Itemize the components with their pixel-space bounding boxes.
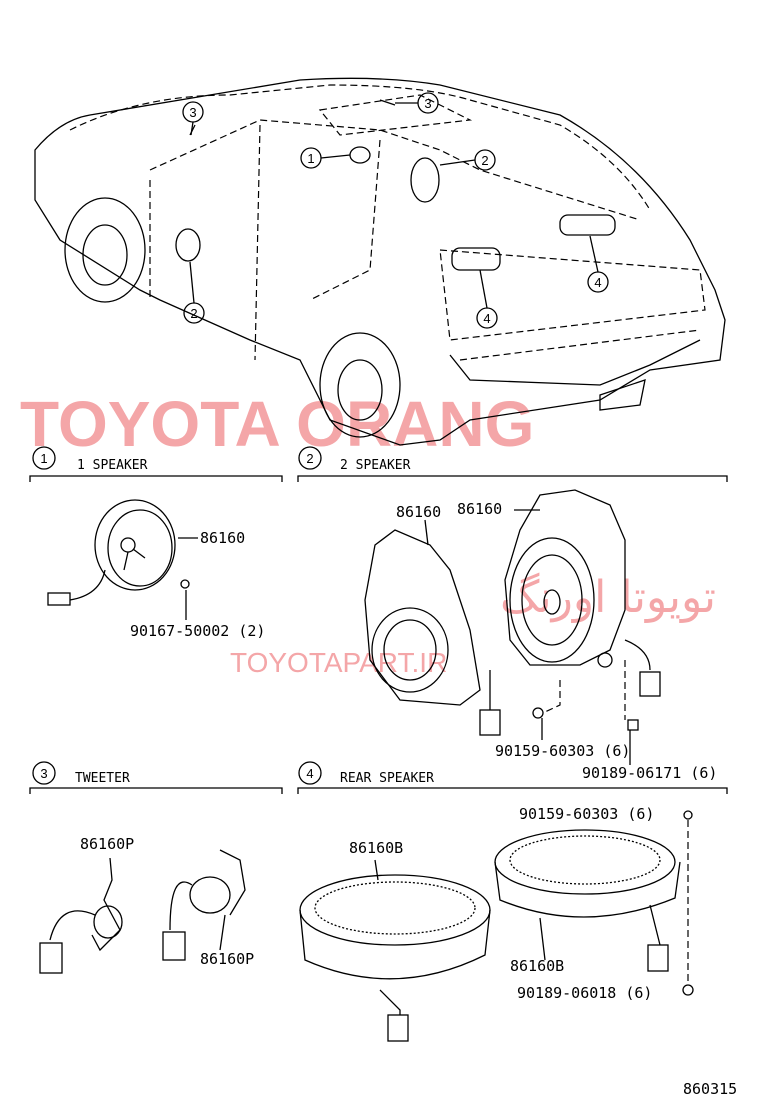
svg-text:2 SPEAKER: 2 SPEAKER [340,458,411,473]
car-speakers [175,99,616,271]
part-label: 86160 [396,503,441,521]
section-4-header: 4 REAR SPEAKER [297,761,728,794]
svg-text:1: 1 [40,451,47,466]
svg-text:3: 3 [40,766,47,781]
car-outline [34,77,726,446]
watermark-persian: تویوتا اورنگ [500,572,716,623]
part-label: 90167-50002 (2) [130,622,265,640]
section-2-header: 2 2 SPEAKER [297,446,728,482]
front-speaker-drawing [47,499,198,620]
part-label: 86160B [349,839,403,857]
section-3-header: 3 TWEETER [29,761,283,794]
part-label: 86160P [80,835,134,853]
svg-text:2: 2 [190,306,197,321]
tweeter-drawing [39,849,246,974]
svg-text:TWEETER: TWEETER [75,771,130,786]
svg-text:2: 2 [481,153,488,168]
svg-text:1: 1 [307,151,314,166]
svg-text:REAR SPEAKER: REAR SPEAKER [340,771,434,786]
part-label: 86160 [457,500,502,518]
figure-number: 860315 [683,1080,737,1098]
part-label: 90159-60303 (6) [495,742,630,760]
part-label: 90189-06171 (6) [582,764,717,782]
svg-text:4: 4 [483,311,490,326]
part-label: 86160B [510,957,564,975]
svg-text:2: 2 [306,451,313,466]
rear-speaker-drawing [299,810,694,1042]
section-1-header: 1 1 SPEAKER [29,446,283,482]
part-label: 90159-60303 (6) [519,805,654,823]
car-callouts: 3 3 1 2 2 4 4 [182,92,609,329]
part-label: 86160 [200,529,245,547]
door-speaker-drawing [364,489,661,765]
svg-text:4: 4 [594,275,601,290]
part-label: 90189-06018 (6) [517,984,652,1002]
svg-text:4: 4 [306,766,313,781]
svg-text:1 SPEAKER: 1 SPEAKER [77,458,148,473]
svg-text:3: 3 [189,105,196,120]
watermark-site: TOYOTAPART.IR [230,647,447,678]
watermark-main: TOYOTA ORANG [20,388,534,460]
part-label: 86160P [200,950,254,968]
svg-text:3: 3 [424,96,431,111]
